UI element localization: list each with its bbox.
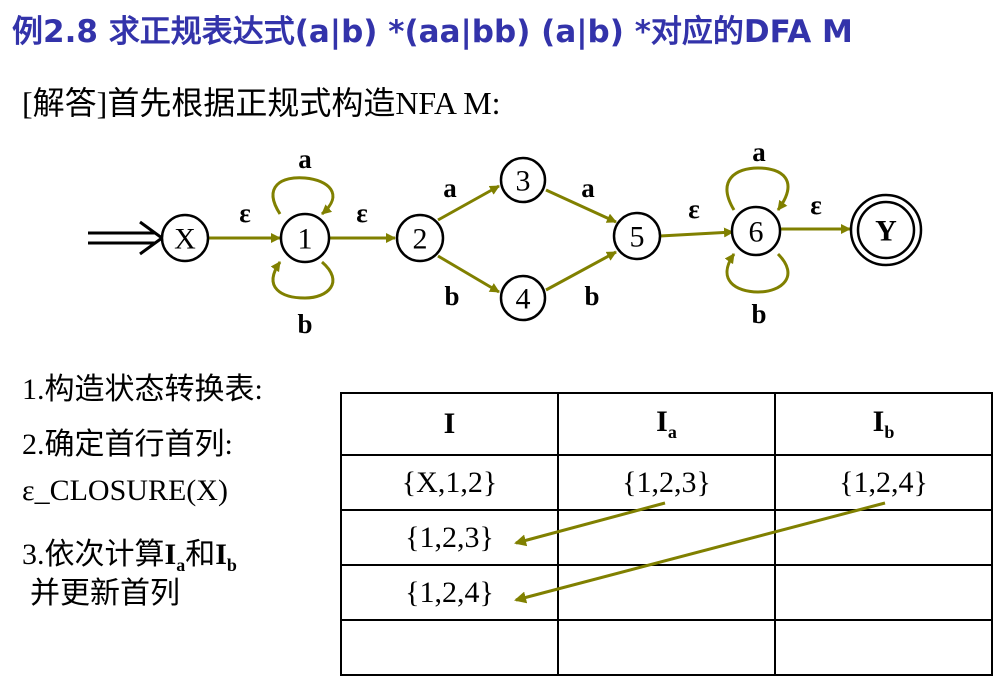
edge-label-6-6-a: a <box>752 137 766 167</box>
edge-label-4-5: b <box>584 281 599 311</box>
state-3-circle <box>499 156 547 204</box>
state-1-circle <box>279 212 331 264</box>
header-ib: Ib <box>774 392 993 456</box>
state-x-label: X <box>174 223 196 256</box>
edge-2-4 <box>437 254 500 294</box>
edge-label-1-1-b: b <box>297 309 312 339</box>
transition-table: I Ia Ib {X,1,2} {1,2,3} {1,2,4} {1,2,3} … <box>340 392 993 676</box>
state-y-inner-circle <box>856 200 916 260</box>
edge-4-5 <box>545 250 617 292</box>
step-3-ia: Ia <box>164 538 186 575</box>
step-3-line2: 并更新首列 <box>30 577 180 610</box>
edge-label-5-6: ε <box>688 194 700 224</box>
edge-label-1-2: ε <box>356 198 368 228</box>
step-2-closure: ε_CLOSURE(X) <box>22 474 228 507</box>
edge-2-3 <box>437 184 500 222</box>
state-y-label: Y <box>875 215 897 248</box>
edge-label-1-1-a: a <box>298 144 312 174</box>
edge-6-6-b <box>724 252 790 294</box>
table-cell <box>557 564 776 621</box>
edge-1-1-a <box>271 176 335 216</box>
table-row: {X,1,2} {1,2,3} {1,2,4} <box>340 454 993 511</box>
state-1-label: 1 <box>298 223 313 256</box>
state-4-circle <box>499 274 547 322</box>
table-cell <box>557 509 776 566</box>
step-3-and: 和 <box>185 538 216 571</box>
step-3-ib: Ib <box>215 538 237 575</box>
table-cell: {1,2,3} <box>340 509 559 566</box>
edge-label-3-5: a <box>581 173 595 203</box>
answer-intro: [解答]首先根据正规式构造NFA M: <box>22 85 501 121</box>
edge-label-6-6-b: b <box>751 299 766 329</box>
edge-3-5 <box>545 188 617 224</box>
table-cell: {1,2,4} <box>774 454 993 511</box>
state-2-label: 2 <box>413 223 428 256</box>
state-6-circle <box>730 205 782 257</box>
edge-label-2-4: b <box>444 281 459 311</box>
state-3-label: 3 <box>516 165 531 198</box>
edge-label-6-y: ε <box>810 190 822 220</box>
table-cell <box>774 564 993 621</box>
state-5-circle <box>612 211 662 261</box>
edge-1-1-b <box>270 260 335 300</box>
table-cell <box>340 619 559 676</box>
state-5-label: 5 <box>630 221 645 254</box>
header-i: I <box>340 392 559 456</box>
table-row <box>340 619 993 676</box>
step-2: 2.确定首行首列: <box>22 428 233 461</box>
table-cell: {1,2,4} <box>340 564 559 621</box>
state-6-label: 6 <box>749 216 764 249</box>
header-ia: Ia <box>557 392 776 456</box>
step-3-prefix: 3.依次计算 <box>22 538 165 571</box>
state-4-label: 4 <box>516 283 531 316</box>
table-cell: {1,2,3} <box>557 454 776 511</box>
table-header-row: I Ia Ib <box>340 392 993 456</box>
edge-label-2-3: a <box>443 173 457 203</box>
step-3: 3.依次计算Ia和Ib <box>22 537 237 583</box>
table-row: {1,2,3} <box>340 509 993 566</box>
edge-5-6 <box>659 227 734 238</box>
table-row: {1,2,4} <box>340 564 993 621</box>
edge-label-x-1: ε <box>239 198 251 228</box>
step-1: 1.构造状态转换表: <box>22 373 263 406</box>
state-2-circle <box>395 213 445 263</box>
table-cell <box>557 619 776 676</box>
start-arrow <box>88 220 165 256</box>
table-cell <box>774 619 993 676</box>
nfa-diagram: X 1 2 3 4 5 6 Y ε a b ε a b a b ε a b ε <box>88 137 923 339</box>
edge-6-6-a <box>725 166 790 211</box>
table-cell <box>774 509 993 566</box>
table-cell: {X,1,2} <box>340 454 559 511</box>
page-title: 例2.8 求正规表达式(a|b) *(aa|bb) (a|b) *对应的DFA … <box>12 14 853 50</box>
state-x-circle <box>160 213 210 263</box>
